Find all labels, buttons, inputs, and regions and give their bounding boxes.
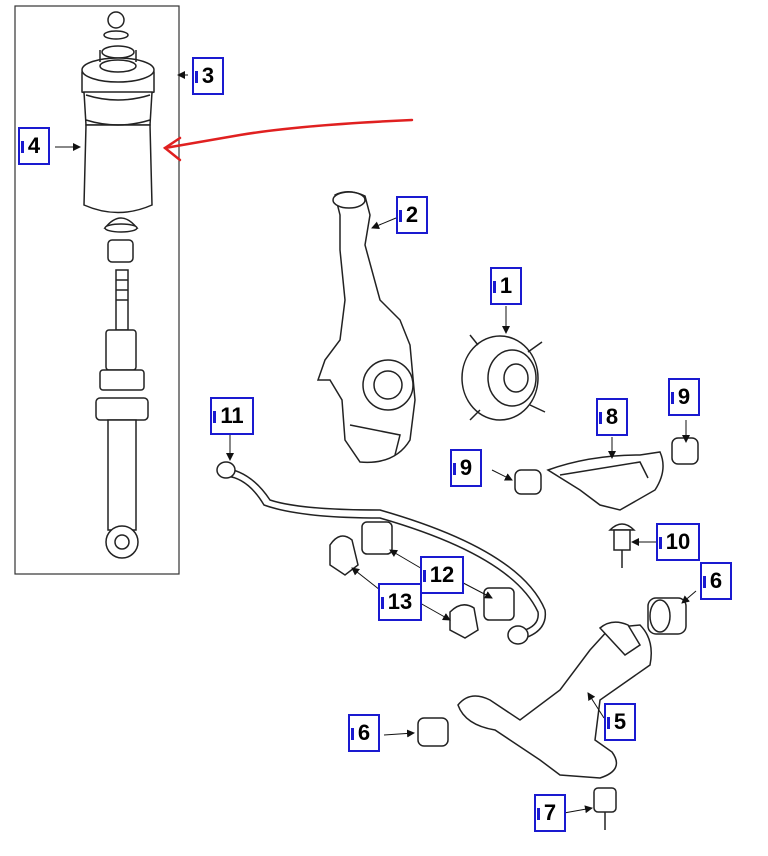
strut-group-frame xyxy=(14,5,180,575)
callout-5: 5 xyxy=(604,703,636,741)
stabilizer-bar-drawing xyxy=(216,461,547,645)
air-spring-strut-drawing xyxy=(81,11,155,559)
callout-4: 4 xyxy=(18,127,50,165)
callout-1: 1 xyxy=(490,267,522,305)
callout-7: 7 xyxy=(534,794,566,832)
hub-bearing-drawing xyxy=(461,334,546,421)
red-annotation-arrow xyxy=(162,118,414,162)
callout-9-left: 9 xyxy=(450,449,482,487)
callout-13: 13 xyxy=(378,583,422,621)
upper-control-arm-drawing xyxy=(514,437,699,568)
callout-8: 8 xyxy=(596,398,628,436)
callout-6-lower: 6 xyxy=(348,714,380,752)
callout-10: 10 xyxy=(656,523,700,561)
steering-knuckle-drawing xyxy=(316,191,416,464)
callout-6-upper: 6 xyxy=(700,562,732,600)
lower-control-arm-drawing xyxy=(417,597,687,830)
callout-2: 2 xyxy=(396,196,428,234)
callout-11: 11 xyxy=(210,397,254,435)
callout-12: 12 xyxy=(420,556,464,594)
callout-3: 3 xyxy=(192,57,224,95)
callout-9-right: 9 xyxy=(668,378,700,416)
